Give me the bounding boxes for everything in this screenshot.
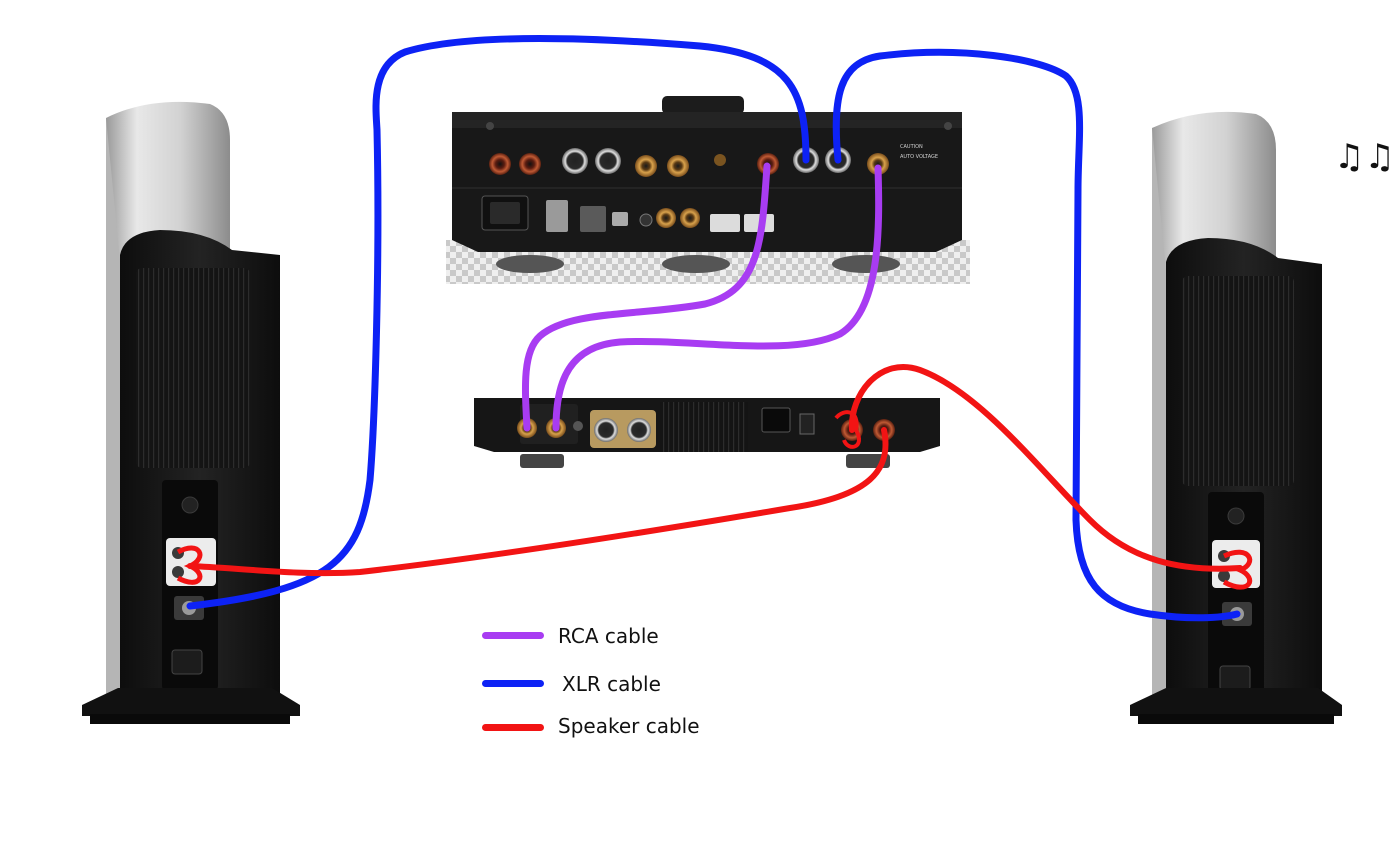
xlr-cable-right xyxy=(832,48,1241,622)
streamer-preamp: CAUTION AUTO VOLTAGE xyxy=(446,96,970,284)
left-speaker xyxy=(82,101,300,724)
svg-text:CAUTION: CAUTION xyxy=(900,144,923,150)
svg-text:AUTO VOLTAGE: AUTO VOLTAGE xyxy=(900,154,938,160)
rca-cable-right xyxy=(521,162,771,432)
legend-swatch-xlr xyxy=(482,680,544,687)
amp-terminal-loop xyxy=(834,410,861,449)
power-amplifier xyxy=(474,398,940,468)
xlr-cable-left xyxy=(186,35,810,610)
speaker-cable-left xyxy=(187,427,889,577)
speaker-cable-right xyxy=(848,364,1243,572)
right-speaker-terminal-loop xyxy=(1222,549,1253,590)
legend-label-speaker: Speaker cable xyxy=(558,714,700,738)
legend-swatch-speaker xyxy=(482,724,544,731)
music-notes-icon: ♫♫ xyxy=(1334,137,1395,177)
rca-cable-left xyxy=(552,164,883,432)
right-speaker xyxy=(1130,111,1342,724)
legend-swatch-rca xyxy=(482,632,544,639)
left-speaker-terminal-loop xyxy=(176,545,203,585)
legend-label-rca: RCA cable xyxy=(558,624,659,648)
legend-label-xlr: XLR cable xyxy=(562,672,661,696)
